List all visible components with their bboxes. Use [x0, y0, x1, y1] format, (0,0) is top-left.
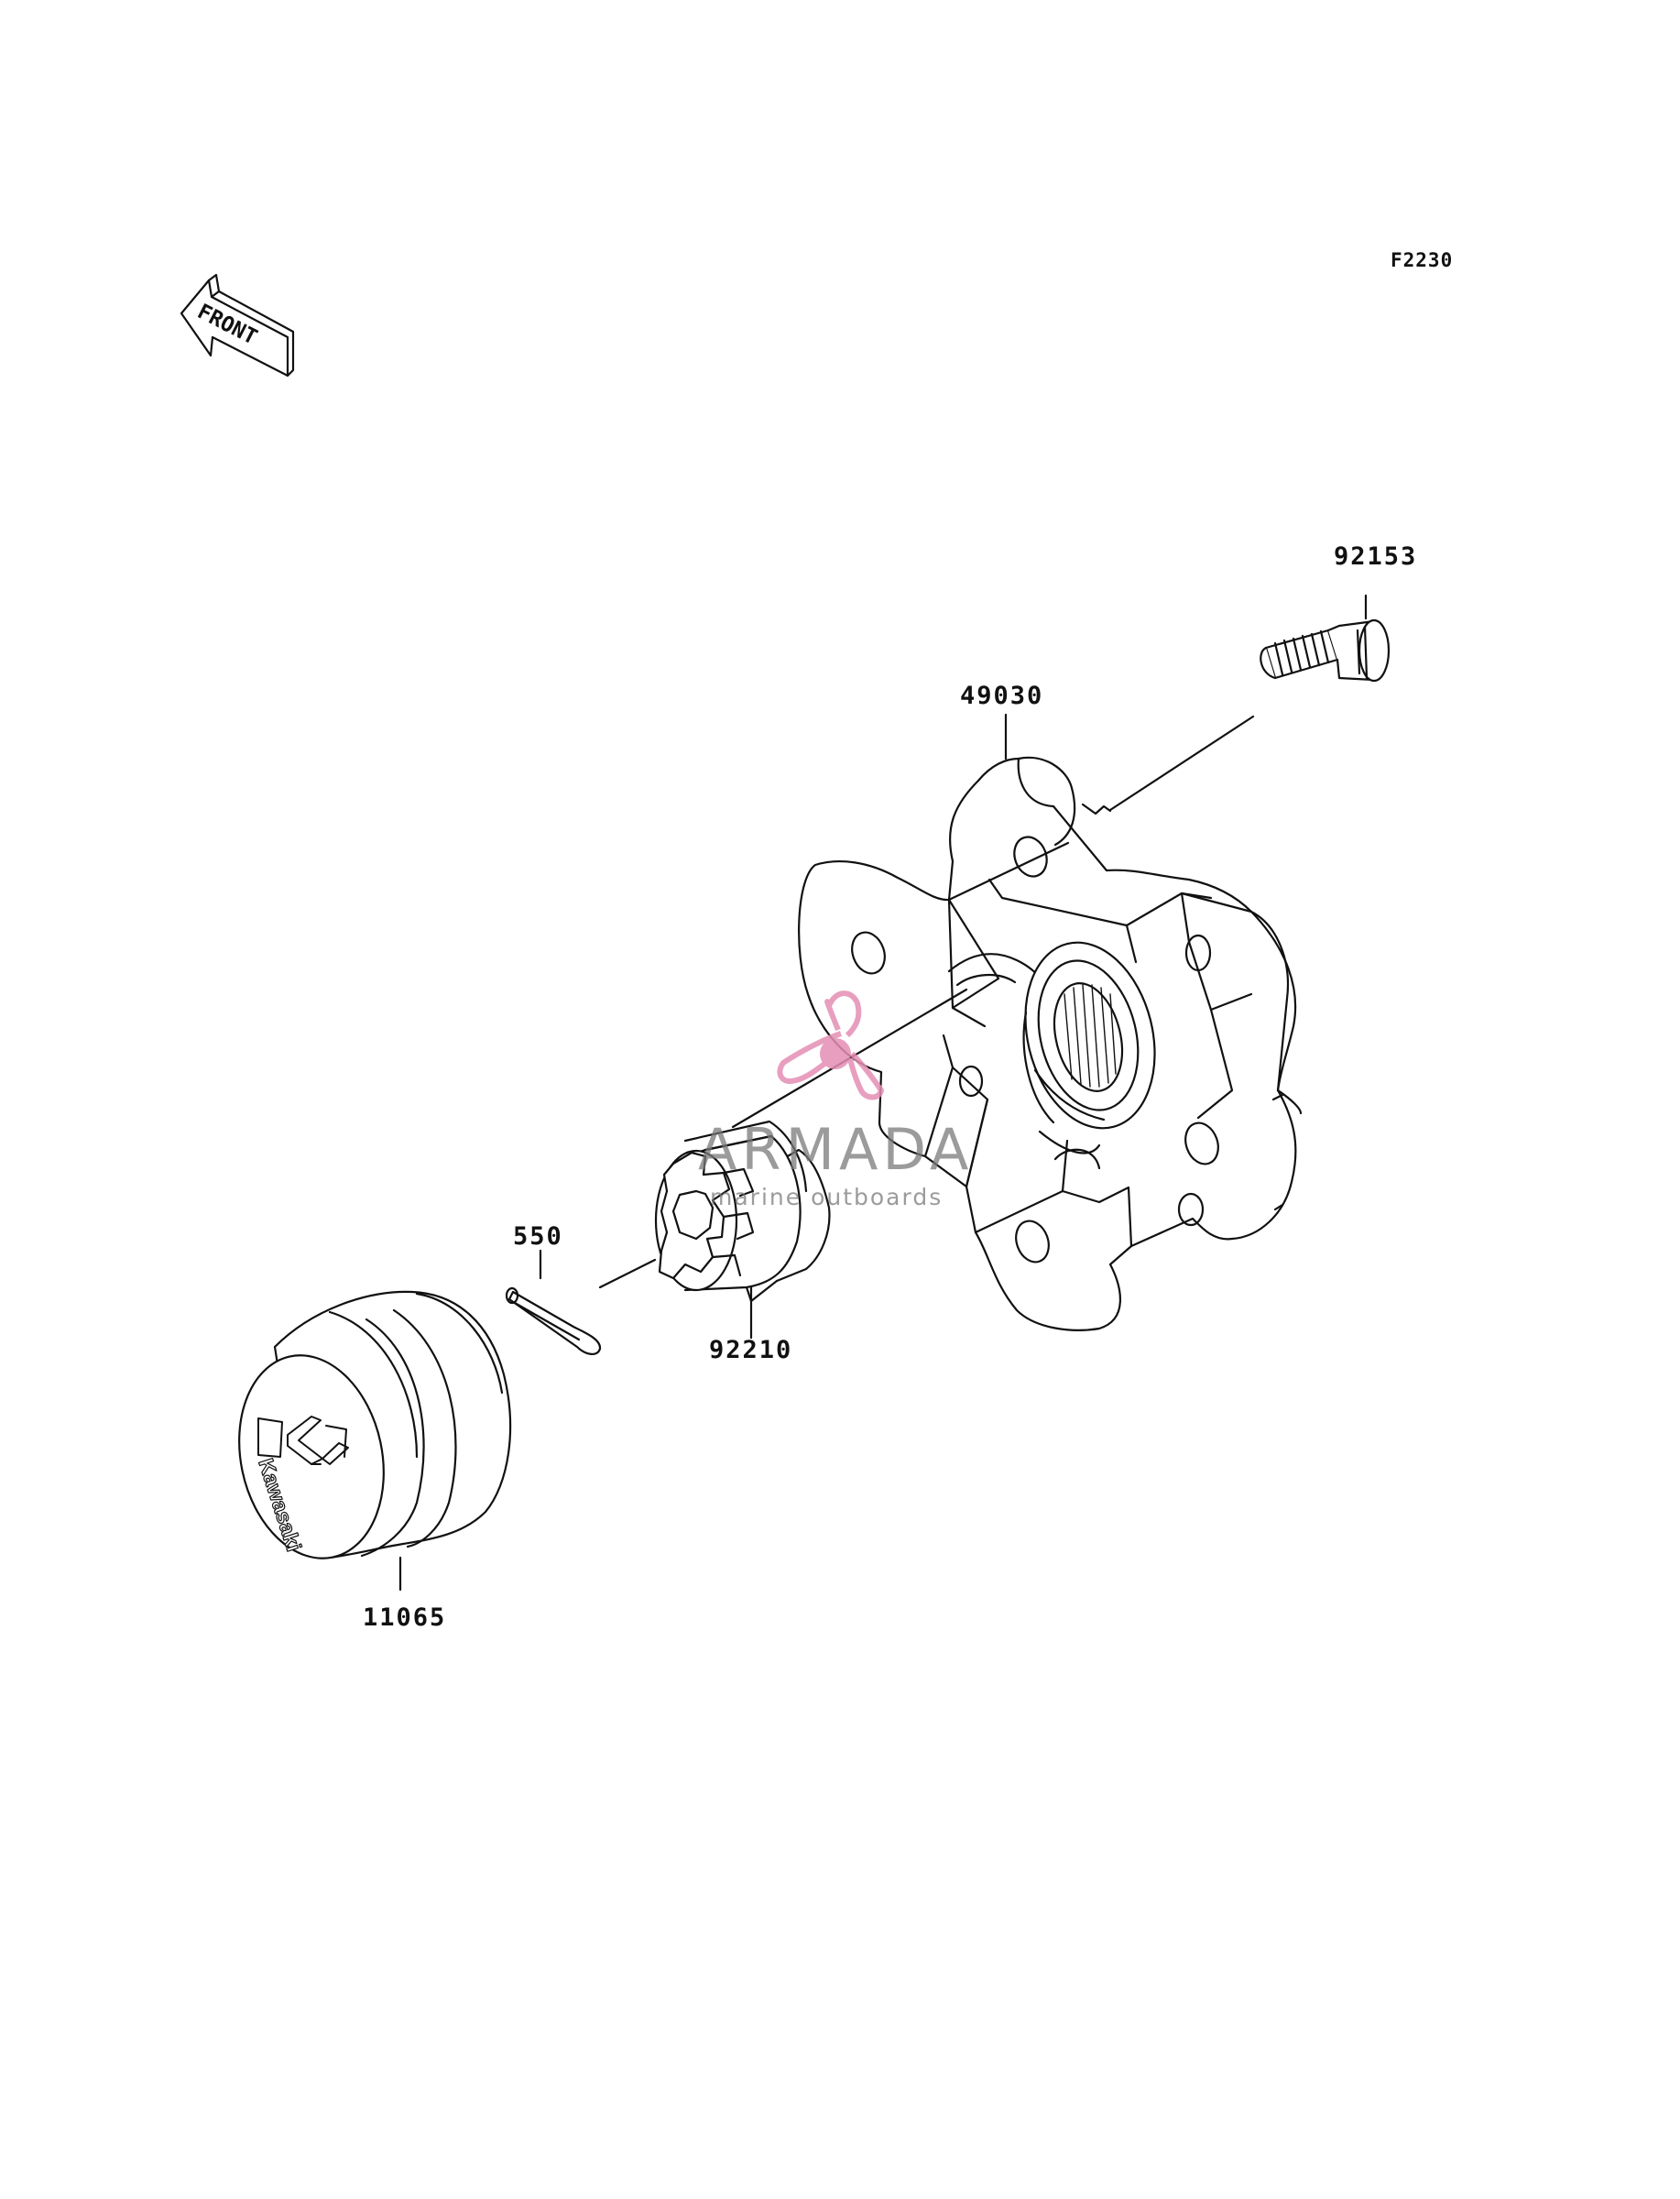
part-label-92210: 92210 — [709, 1336, 793, 1364]
armada-propeller-icon — [777, 990, 885, 1100]
cotter-pin-550 — [505, 1249, 602, 1355]
part-label-92153: 92153 — [1334, 542, 1418, 571]
hub-cap-11065: Kawasaki — [238, 1290, 512, 1592]
part-label-11065: 11065 — [363, 1603, 447, 1632]
wheel-stud-92153 — [1108, 594, 1391, 812]
part-label-550: 550 — [513, 1222, 563, 1251]
castle-nut-92210 — [598, 1120, 831, 1340]
wheel-hub-49030 — [731, 713, 1303, 1331]
part-label-49030: 49030 — [960, 682, 1044, 710]
watermark-name: ARMADA — [698, 1116, 974, 1183]
front-arrow-icon: FRONT — [180, 273, 295, 377]
watermark-tagline: marine outboards — [710, 1184, 944, 1210]
diagram-id: F2230 — [1391, 249, 1454, 271]
